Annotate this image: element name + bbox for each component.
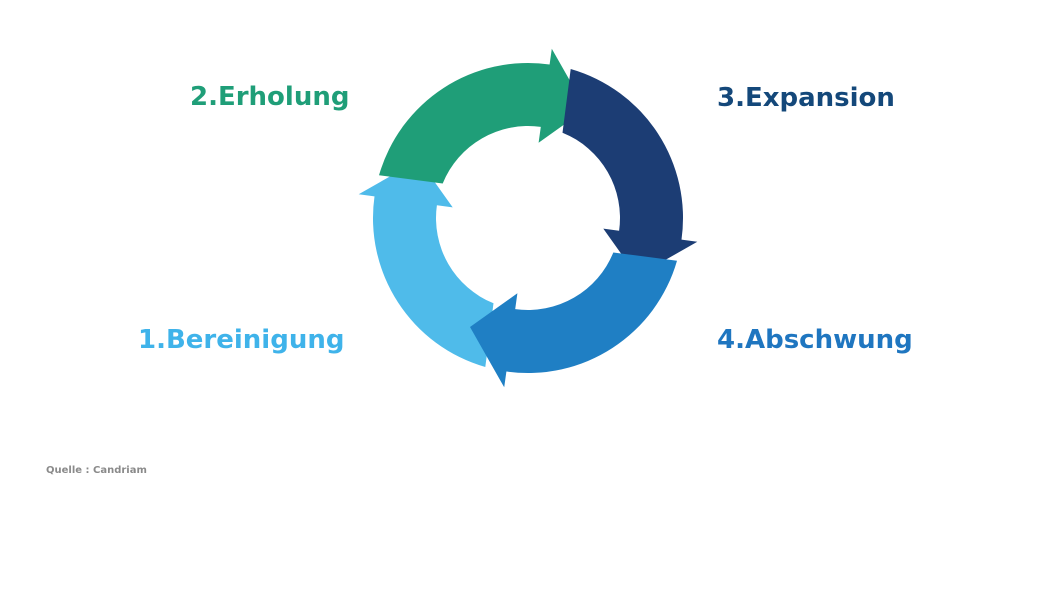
arrow-bereinigung: [358, 160, 494, 367]
arrow-erholung: [379, 48, 586, 184]
arrow-expansion: [562, 69, 698, 276]
arrow-abschwung: [470, 252, 677, 388]
phase-label-expansion: 3.Expansion: [717, 83, 895, 113]
phase-label-abschwung: 4.Abschwung: [717, 325, 913, 355]
source-note: Quelle : Candriam: [46, 465, 147, 476]
phase-label-bereinigung: 1.Bereinigung: [138, 325, 345, 355]
phase-label-erholung: 2.Erholung: [190, 82, 350, 112]
